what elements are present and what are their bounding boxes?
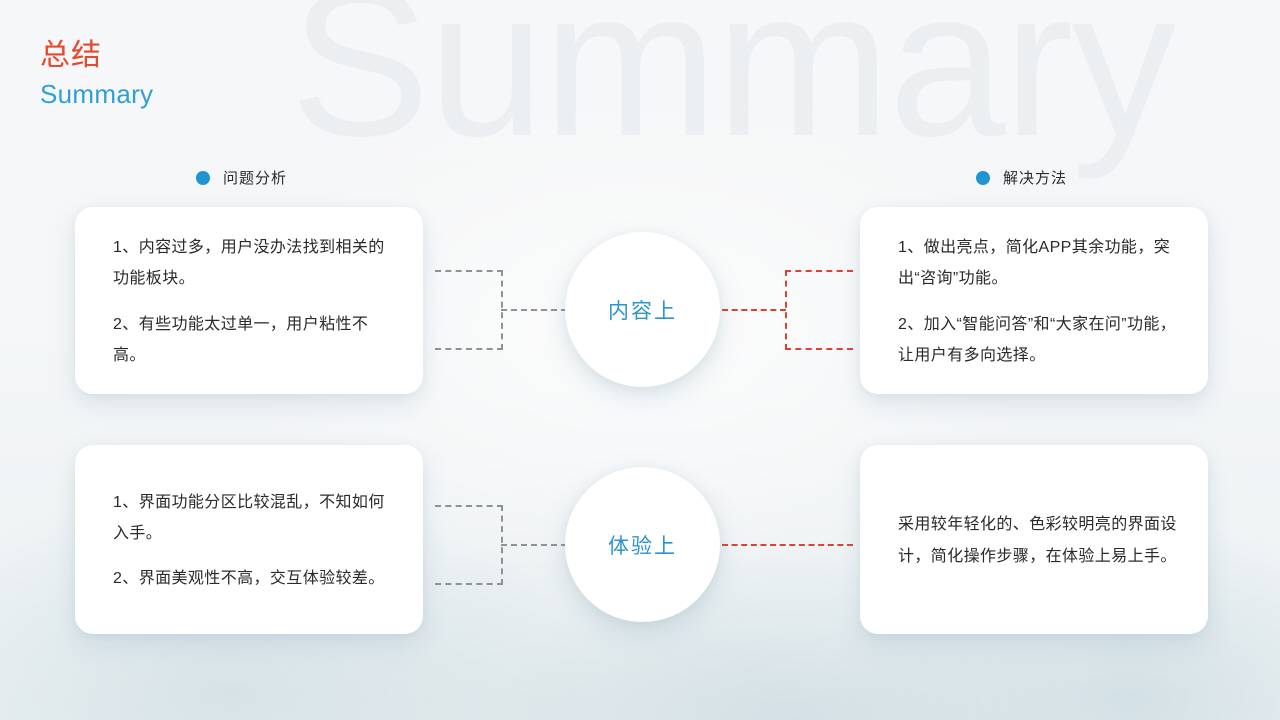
connector-segment — [435, 583, 503, 585]
page-title-chinese: 总结 — [40, 39, 102, 72]
page-title: 总结 Summary — [40, 38, 153, 111]
card-line: 2、有些功能太过单一，用户粘性不高。 — [113, 315, 369, 364]
hub-circle-label: 内容上 — [608, 299, 677, 323]
card-line: 1、做出亮点，简化APP其余功能，突出“咨询”功能。 — [898, 239, 1171, 288]
connector-segment — [722, 309, 786, 311]
connector-segment — [785, 348, 853, 350]
card-solution-content: 1、做出亮点，简化APP其余功能，突出“咨询”功能。 2、加入“智能问答”和“大… — [860, 207, 1208, 394]
connector-segment — [435, 270, 503, 272]
hub-circle-content: 内容上 — [565, 232, 720, 387]
page-title-english: Summary — [40, 79, 154, 110]
column-header-left-label: 问题分析 — [223, 170, 288, 187]
card-line: 1、界面功能分区比较混乱，不知如何入手。 — [113, 493, 385, 542]
hub-circle-experience: 体验上 — [565, 467, 720, 622]
connector-segment — [501, 309, 567, 311]
card-problem-experience: 1、界面功能分区比较混乱，不知如何入手。 2、界面美观性不高，交互体验较差。 — [75, 445, 423, 634]
connector-segment — [435, 505, 503, 507]
connector-segment — [722, 544, 853, 546]
bullet-dot-icon — [976, 170, 990, 185]
card-line: 采用较年轻化的、色彩较明亮的界面设计，简化操作步骤，在体验上易上手。 — [898, 516, 1177, 565]
connector-segment — [785, 270, 853, 272]
column-header-right-label: 解决方法 — [1003, 170, 1068, 187]
bullet-dot-icon — [196, 170, 210, 185]
connector-segment — [501, 544, 567, 546]
hub-circle-label: 体验上 — [608, 534, 677, 558]
card-problem-content: 1、内容过多，用户没办法找到相关的功能板块。 2、有些功能太过单一，用户粘性不高… — [75, 207, 423, 394]
card-line: 1、内容过多，用户没办法找到相关的功能板块。 — [113, 239, 385, 288]
column-header-solution-method: 解决方法 — [976, 167, 1067, 188]
card-line: 2、加入“智能问答”和“大家在问”功能，让用户有多向选择。 — [898, 315, 1177, 364]
connector-segment — [435, 348, 503, 350]
watermark-summary-text: Summary — [290, 0, 1176, 180]
card-line: 2、界面美观性不高，交互体验较差。 — [113, 570, 385, 588]
card-solution-experience: 采用较年轻化的、色彩较明亮的界面设计，简化操作步骤，在体验上易上手。 — [860, 445, 1208, 634]
column-header-problem-analysis: 问题分析 — [196, 167, 287, 188]
